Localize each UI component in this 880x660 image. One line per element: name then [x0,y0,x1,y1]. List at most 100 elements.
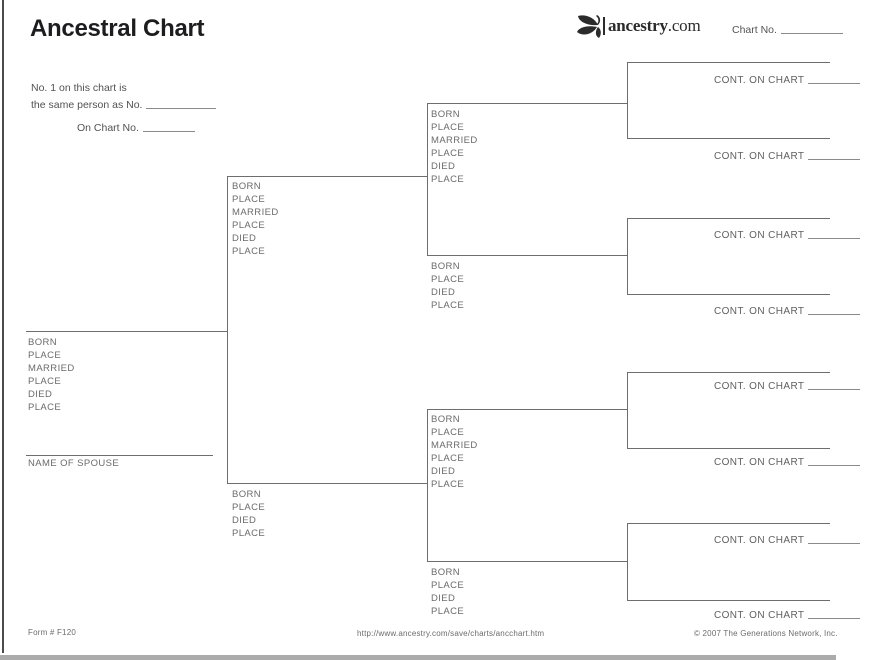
field-label: PLACE [431,148,465,159]
field-label: PLACE [431,174,465,185]
person1-name-line [26,331,227,332]
cont-on-chart-text: CONT. ON CHART [714,610,805,621]
cont-on-chart-4: CONT. ON CHART [714,304,861,317]
field-label: PLACE [232,502,266,513]
grandparent1-name-line [427,103,628,104]
field-label: BORN [431,109,461,120]
field-label: MARRIED [431,440,478,451]
field-label: BORN [431,567,461,578]
note-line-3-text: On Chart No. [77,122,139,134]
footer-url: http://www.ancestry.com/save/charts/ancc… [357,629,545,638]
cont-on-chart-7: CONT. ON CHART [714,533,861,546]
field-label: DIED [431,287,456,298]
same-person-blank-line [146,98,217,109]
page-left-border [2,0,4,653]
greatgrandparent8-name-line [627,600,830,601]
chart-no-label: Chart No. [732,23,843,36]
field-label: PLACE [28,402,62,413]
field-label: PLACE [232,220,266,231]
on-chart-blank-line [142,121,195,132]
field-label: PLACE [28,376,62,387]
field-label: PLACE [431,300,465,311]
greatgrandparent3-name-line [627,218,830,219]
cont-blank-line [808,73,861,84]
note-line-1: No. 1 on this chart is [31,82,127,94]
greatgrandparent2-name-line [627,138,830,139]
cont-on-chart-text: CONT. ON CHART [714,75,805,86]
grandparent3-fields: BORN PLACE MARRIED PLACE DIED PLACE [431,413,478,491]
greatgrandparent5-name-line [627,372,830,373]
field-label: PLACE [431,122,465,133]
cont-on-chart-text: CONT. ON CHART [714,381,805,392]
field-label: DIED [28,389,53,400]
cont-blank-line [808,304,861,315]
maternal-grandparents-connector-line [427,409,428,562]
ancestry-leaf-icon [577,15,601,38]
spouse-label: NAME OF SPOUSE [28,458,120,469]
field-label: DIED [232,233,257,244]
greatgrandparents-connector-line-4 [627,523,628,601]
cont-on-chart-2: CONT. ON CHART [714,149,861,162]
cont-on-chart-6: CONT. ON CHART [714,455,861,468]
cont-on-chart-text: CONT. ON CHART [714,151,805,162]
chart-no-blank-line [780,23,843,34]
form-number: Form # F120 [28,628,76,637]
field-label: DIED [431,593,456,604]
paternal-grandparents-connector-line [427,103,428,256]
cont-blank-line [808,608,861,619]
cont-blank-line [808,228,861,239]
cont-on-chart-text: CONT. ON CHART [714,230,805,241]
greatgrandparent7-name-line [627,523,830,524]
note-line-2-text: the same person as No. [31,99,143,111]
cont-on-chart-8: CONT. ON CHART [714,608,861,621]
greatgrandparents-connector-line-2 [627,218,628,295]
grandparent4-name-line [427,561,628,562]
field-label: PLACE [232,528,266,539]
logo-brand: ancestry [608,16,668,35]
page-edge-strip [0,655,836,660]
grandparent2-name-line [427,255,628,256]
chart-no-text: Chart No. [732,24,777,36]
grandparent3-name-line [427,409,628,410]
greatgrandparent4-name-line [627,294,830,295]
cont-on-chart-5: CONT. ON CHART [714,379,861,392]
field-label: BORN [232,181,262,192]
field-label: PLACE [431,274,465,285]
cont-on-chart-text: CONT. ON CHART [714,306,805,317]
field-label: PLACE [232,246,266,257]
field-label: BORN [232,489,262,500]
cont-blank-line [808,533,861,544]
mother-fields: BORN PLACE DIED PLACE [232,488,265,540]
cont-blank-line [808,379,861,390]
cont-blank-line [808,455,861,466]
greatgrandparent6-name-line [627,448,830,449]
field-label: MARRIED [28,363,75,374]
field-label: PLACE [431,580,465,591]
field-label: DIED [232,515,257,526]
field-label: DIED [431,466,456,477]
cont-blank-line [808,149,861,160]
logo-wordmark: ancestry.com [608,16,701,36]
cont-on-chart-1: CONT. ON CHART [714,73,861,86]
field-label: DIED [431,161,456,172]
field-label: BORN [431,414,461,425]
field-label: PLACE [431,427,465,438]
ancestry-logo: ancestry.com [575,13,701,39]
field-label: PLACE [431,606,465,617]
page-title: Ancestral Chart [30,15,205,42]
parents-connector-line [227,176,228,484]
logo-divider [603,17,605,35]
field-label: PLACE [28,350,62,361]
footer-copyright: © 2007 The Generations Network, Inc. [694,629,838,638]
field-label: PLACE [431,479,465,490]
cont-on-chart-text: CONT. ON CHART [714,535,805,546]
greatgrandparents-connector-line-1 [627,62,628,139]
greatgrandparent1-name-line [627,62,830,63]
greatgrandparents-connector-line-3 [627,372,628,449]
cont-on-chart-3: CONT. ON CHART [714,228,861,241]
field-label: PLACE [431,453,465,464]
